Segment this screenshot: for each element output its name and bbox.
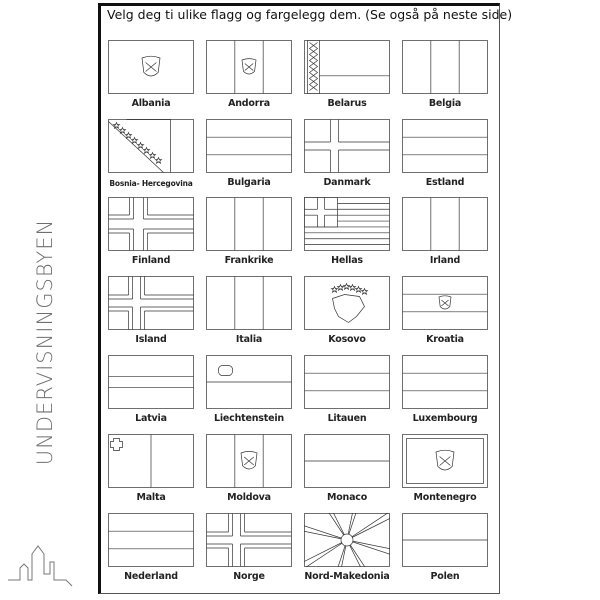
flag-card-nord-makedonia: Nord-Makedonia xyxy=(296,513,394,592)
flag-card-norge: Norge xyxy=(198,513,296,592)
flag-card-kroatia: Kroatia xyxy=(394,276,492,355)
flag-label: Norge xyxy=(233,571,265,582)
flag-label: Luxembourg xyxy=(412,413,478,424)
flag-outline-hellas[interactable] xyxy=(304,197,390,251)
flag-label: Hellas xyxy=(331,255,363,266)
flag-outline-malta[interactable] xyxy=(108,434,194,488)
watermark: UNDERVISNINGSBYEN xyxy=(33,218,57,466)
flag-label: Monaco xyxy=(326,492,368,503)
flag-label: Liechtenstein xyxy=(214,413,284,424)
flag-card-albania: Albania xyxy=(100,40,198,119)
flag-outline-albania[interactable] xyxy=(108,40,194,94)
flag-card-frankrike: Frankrike xyxy=(198,197,296,276)
flag-card-danmark: Danmark xyxy=(296,119,394,198)
flag-outline-luxembourg[interactable] xyxy=(402,355,488,409)
flag-outline-danmark[interactable] xyxy=(304,119,390,173)
flag-card-moldova: Moldova xyxy=(198,434,296,513)
flag-outline-kroatia[interactable] xyxy=(402,276,488,330)
flag-label: Montenegro xyxy=(413,492,477,503)
flag-outline-nederland[interactable] xyxy=(108,513,194,567)
flag-card-litauen: Litauen xyxy=(296,355,394,434)
flag-label: Malta xyxy=(136,492,166,503)
flag-card-belarus: Belarus xyxy=(296,40,394,119)
flag-label: Kosovo xyxy=(328,334,366,345)
flag-outline-estland[interactable] xyxy=(402,119,488,173)
flag-card-irland: Irland xyxy=(394,197,492,276)
flag-outline-belgia[interactable] xyxy=(402,40,488,94)
flag-label: Polen xyxy=(430,571,460,582)
flag-label: Danmark xyxy=(323,177,371,188)
flag-outline-bosnia-hercegovina[interactable] xyxy=(108,119,194,173)
flag-card-bulgaria: Bulgaria xyxy=(198,119,296,198)
flag-card-island: Island xyxy=(100,276,198,355)
flag-outline-norge[interactable] xyxy=(206,513,292,567)
flag-outline-monaco[interactable] xyxy=(304,434,390,488)
flag-card-italia: Italia xyxy=(198,276,296,355)
flag-label: Irland xyxy=(429,255,461,266)
flag-label: Island xyxy=(135,334,167,345)
flag-card-finland: Finland xyxy=(100,197,198,276)
flag-label: Nederland xyxy=(124,571,178,582)
flag-card-polen: Polen xyxy=(394,513,492,592)
flag-outline-irland[interactable] xyxy=(402,197,488,251)
flag-card-andorra: Andorra xyxy=(198,40,296,119)
page-title: Velg deg ti ulike flagg og fargelegg dem… xyxy=(107,7,513,22)
flag-card-hellas: Hellas xyxy=(296,197,394,276)
flag-outline-nord-makedonia[interactable] xyxy=(304,513,390,567)
flag-outline-kosovo[interactable] xyxy=(304,276,390,330)
flag-label: Moldova xyxy=(227,492,271,503)
flag-card-latvia: Latvia xyxy=(100,355,198,434)
flag-label: Kroatia xyxy=(426,334,464,345)
city-logo-icon xyxy=(8,545,73,587)
flag-card-monaco: Monaco xyxy=(296,434,394,513)
worksheet-page xyxy=(98,3,500,594)
flag-outline-latvia[interactable] xyxy=(108,355,194,409)
flag-label: Litauen xyxy=(327,413,367,424)
flag-label: Andorra xyxy=(228,98,270,109)
flag-outline-montenegro[interactable] xyxy=(402,434,488,488)
flag-outline-moldova[interactable] xyxy=(206,434,292,488)
flag-label: Finland xyxy=(131,255,171,266)
flag-label: Bulgaria xyxy=(227,177,271,188)
flag-outline-bulgaria[interactable] xyxy=(206,119,292,173)
flag-label: Belarus xyxy=(327,98,367,109)
flag-outline-polen[interactable] xyxy=(402,513,488,567)
flag-outline-liechtenstein[interactable] xyxy=(206,355,292,409)
flag-outline-andorra[interactable] xyxy=(206,40,292,94)
flag-card-kosovo: Kosovo xyxy=(296,276,394,355)
flag-label: Nord-Makedonia xyxy=(304,571,390,582)
flag-label: Latvia xyxy=(135,413,167,424)
flag-card-bosnia-hercegovina: Bosnia- Hercegovina xyxy=(100,119,198,198)
flag-outline-frankrike[interactable] xyxy=(206,197,292,251)
flag-outline-belarus[interactable] xyxy=(304,40,390,94)
flag-label: Frankrike xyxy=(224,255,274,266)
flag-outline-finland[interactable] xyxy=(108,197,194,251)
flag-label: Belgia xyxy=(428,98,462,109)
flag-label: Italia xyxy=(235,334,263,345)
flag-label: Estland xyxy=(425,177,465,188)
flag-label: Bosnia- Hercegovina xyxy=(109,179,193,188)
flag-card-liechtenstein: Liechtenstein xyxy=(198,355,296,434)
flag-card-malta: Malta xyxy=(100,434,198,513)
flag-outline-island[interactable] xyxy=(108,276,194,330)
flag-card-montenegro: Montenegro xyxy=(394,434,492,513)
flag-card-belgia: Belgia xyxy=(394,40,492,119)
flag-card-nederland: Nederland xyxy=(100,513,198,592)
flag-outline-italia[interactable] xyxy=(206,276,292,330)
flag-label: Albania xyxy=(131,98,171,109)
flag-card-luxembourg: Luxembourg xyxy=(394,355,492,434)
flag-outline-litauen[interactable] xyxy=(304,355,390,409)
flag-card-estland: Estland xyxy=(394,119,492,198)
